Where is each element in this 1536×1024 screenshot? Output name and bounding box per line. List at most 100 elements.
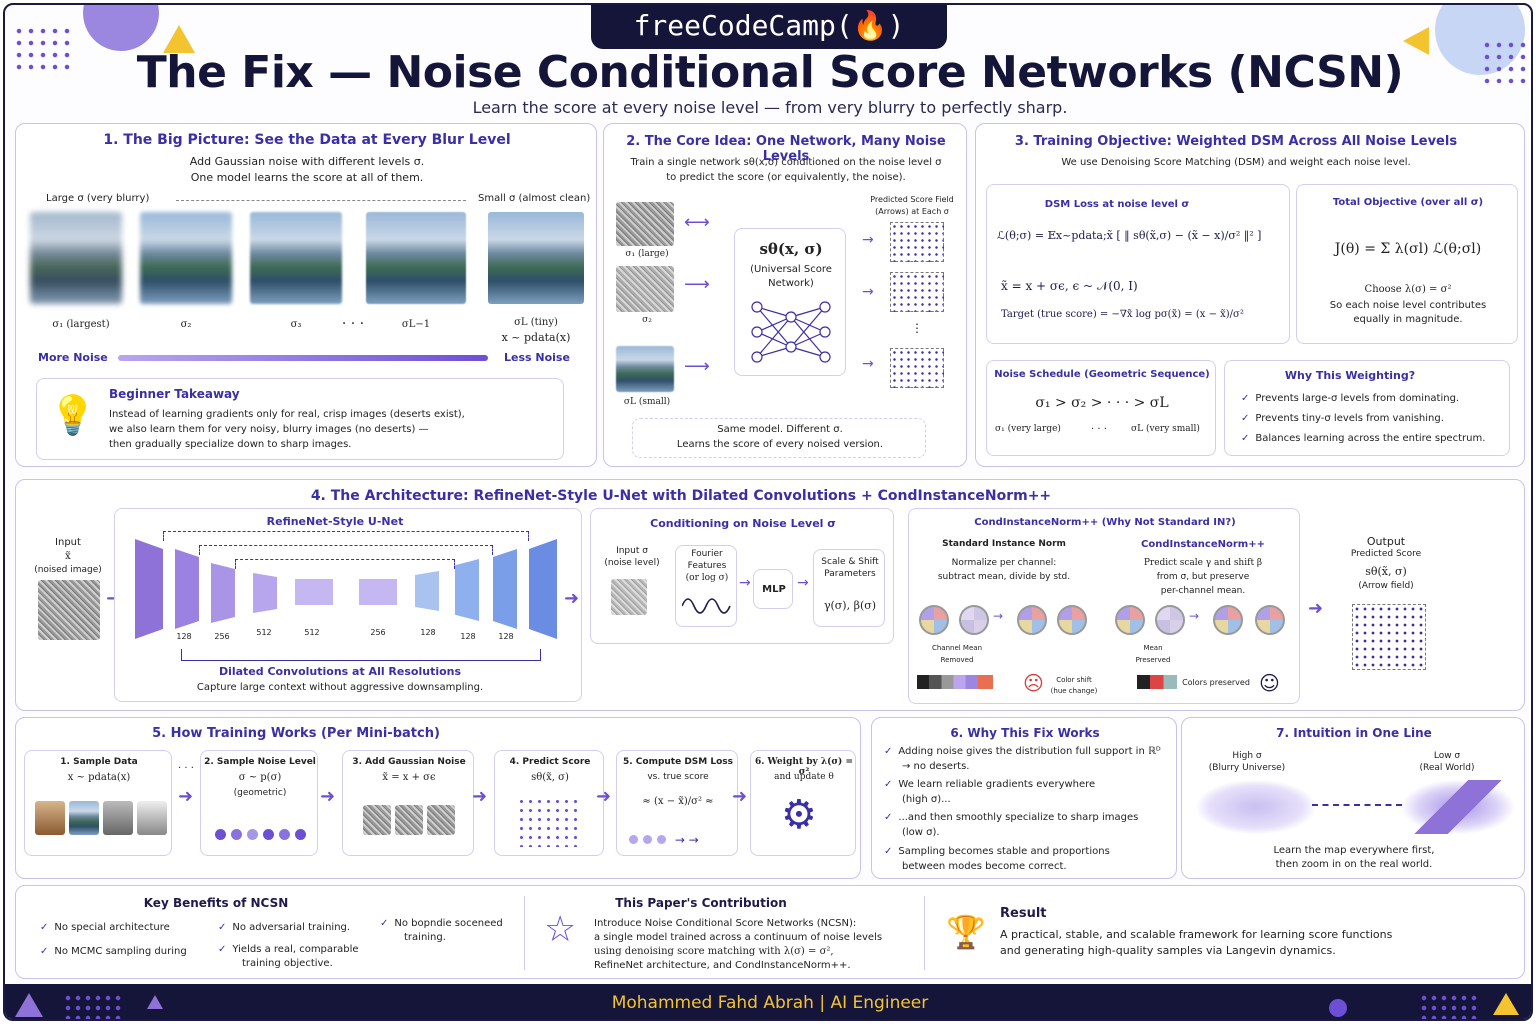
arrow-icon: ➜ — [596, 786, 612, 807]
benefit-text: No MCMC sampling during — [54, 946, 187, 957]
high-sigma-label: High σ — [1232, 751, 1262, 761]
page-subtitle: Learn the score at every noise level — f… — [472, 98, 1068, 117]
contribution-text: Introduce Noise Conditional Score Networ… — [594, 918, 857, 929]
dilation-connector — [181, 649, 541, 661]
dilated-text: Capture large context without aggressive… — [196, 682, 484, 693]
check-icon: ✓ — [1241, 413, 1250, 424]
blurry-image-3 — [250, 212, 342, 304]
box-title: Conditioning on Noise Level σ — [650, 517, 836, 530]
section-text: We use Denoising Score Matching (DSM) an… — [1061, 157, 1411, 168]
arrow-icon: → — [862, 356, 874, 372]
section-why-fix: 6. Why This Fix Works ✓Adding noise give… — [871, 717, 1177, 879]
benefit-item: ✓No special architecture — [40, 920, 170, 936]
ellipsis: · · · — [1091, 424, 1107, 435]
channel-circle — [1255, 605, 1285, 635]
high-sigma-label: (Blurry Universe) — [1208, 763, 1286, 773]
channel-circle — [1213, 605, 1243, 635]
benefit-text: No special architecture — [54, 922, 170, 933]
noisy-sample — [395, 805, 423, 835]
check-text: Sampling becomes stable and proportions — [898, 846, 1110, 857]
check-item: ✓Prevents large-σ levels from dominating… — [1241, 391, 1459, 407]
step-add-noise: 3. Add Gaussian Noise x̃ = x + σϵ — [342, 750, 474, 856]
more-noise-label: More Noise — [38, 351, 108, 364]
output-label: (Arrow field) — [1358, 581, 1414, 591]
step-compute-loss: 5. Compute DSM Loss vs. true score ≈ (x … — [616, 750, 738, 856]
blurry-image-2 — [140, 212, 232, 304]
contribution-text: RefineNet architecture, and CondInstance… — [594, 960, 851, 971]
benefit-text: training. — [404, 932, 446, 943]
box-label: Features — [687, 561, 727, 571]
divider — [924, 896, 925, 970]
check-text: ...and then smoothly specialize to sharp… — [898, 812, 1139, 823]
check-item: ✓...and then smoothly specialize to shar… — [884, 810, 1138, 826]
note-text: Learns the score of every noised version… — [676, 439, 884, 450]
benefit-item: ✓Yields a real, comparable — [218, 942, 359, 958]
step-weight-update: 6. Weight by λ(σ) = σ² and update θ ⚙ — [750, 750, 856, 856]
circle-decoration — [83, 5, 159, 51]
section-summary: Key Benefits of NCSN ✓No special archite… — [15, 885, 1525, 979]
benefit-text: No bopndie soceneed — [394, 918, 503, 929]
skip-connection — [235, 559, 455, 569]
arrow-icon: → — [739, 575, 751, 591]
blurry-image-1 — [30, 212, 122, 304]
unet-box: RefineNet-Style U-Net 128 256 512 512 25… — [114, 508, 582, 702]
input-label: Input — [55, 537, 81, 548]
check-text: → no deserts. — [902, 761, 970, 772]
section-text: Add Gaussian noise with different levels… — [189, 155, 425, 168]
benefit-item: ✓ No bopndie soceneed — [380, 916, 503, 932]
ellipsis: ⋮ — [911, 321, 923, 335]
arrow-icon: ➜ — [178, 786, 194, 807]
result-text: A practical, stable, and scalable framew… — [1000, 928, 1393, 941]
arrow-icon: → — [993, 609, 1004, 623]
channel-label: 512 — [304, 628, 320, 637]
check-icon: ✓ — [1241, 433, 1250, 444]
box-title: Noise Schedule (Geometric Sequence) — [994, 369, 1210, 380]
step-title: 5. Compute DSM Loss — [622, 757, 734, 767]
circle-decoration — [1329, 999, 1347, 1017]
arrow-icon: → — [862, 232, 874, 248]
takeaway-text: we also learn them for very noisy, blurr… — [109, 424, 429, 435]
box-label: Scale & Shift — [821, 557, 879, 567]
sad-face-icon: ☹ — [1023, 671, 1044, 695]
sigma-label: σL (small) — [623, 397, 671, 407]
less-noise-label: Less Noise — [504, 351, 570, 364]
channel-label: 256 — [214, 632, 230, 641]
sine-wave-icon — [682, 598, 731, 614]
channel-label: 128 — [460, 632, 476, 641]
sigma-label: σ₂ — [180, 319, 192, 330]
input-label: (noised image) — [34, 565, 102, 575]
box-title: Total Objective (over all σ) — [1332, 197, 1484, 208]
sequence-label: σ₁ (very large) — [995, 424, 1061, 434]
step-sample-data: 1. Sample Data x ~ pdata(x) — [24, 750, 172, 856]
noise-formula: x̃ = x + σϵ, ϵ ~ 𝒩(0, I) — [1001, 279, 1138, 293]
box-label: γ(σ), β(σ) — [823, 599, 877, 612]
cpp-title: CondInstanceNorm++ — [1141, 539, 1265, 550]
neural-network-icon — [751, 301, 831, 363]
step-predict-score: 4. Predict Score sθ(x̃, σ) — [494, 750, 604, 856]
step-title: 1. Sample Data — [60, 757, 138, 767]
step-title: 4. Predict Score — [509, 757, 591, 767]
check-icon: ✓ — [218, 922, 227, 933]
input-label: x̃ — [65, 551, 71, 562]
std-text: Normalize per channel: — [951, 558, 1057, 568]
dashed-path — [1312, 804, 1402, 806]
ellipsis: · · · — [341, 316, 365, 332]
channel-label: 128 — [498, 632, 514, 641]
score-field-small — [890, 348, 944, 388]
star-icon: ☆ — [544, 909, 577, 950]
network-label: sθ(x, σ) — [759, 240, 823, 258]
why-weighting-box: Why This Weighting? ✓Prevents large-σ le… — [1224, 360, 1510, 456]
sigma-label: σ₂ — [642, 315, 652, 325]
score-field-icon — [517, 797, 581, 847]
benefit-item: ✓No MCMC sampling during — [40, 944, 187, 960]
section-intuition: 7. Intuition in One Line High σ (Blurry … — [1181, 717, 1525, 879]
section-title: 7. Intuition in One Line — [1276, 726, 1432, 740]
takeaway-text: then gradually specialize down to sharp … — [109, 439, 352, 450]
benefit-item: ✓No adversarial training. — [218, 920, 350, 936]
dilated-title: Dilated Convolutions at All Resolutions — [218, 665, 462, 678]
room-photo — [103, 801, 133, 835]
check-icon: ✓ — [380, 918, 389, 929]
box-title: RefineNet-Style U-Net — [266, 515, 404, 528]
caption: Mean — [1143, 644, 1163, 652]
contribution-title: This Paper's Contribution — [615, 896, 787, 910]
